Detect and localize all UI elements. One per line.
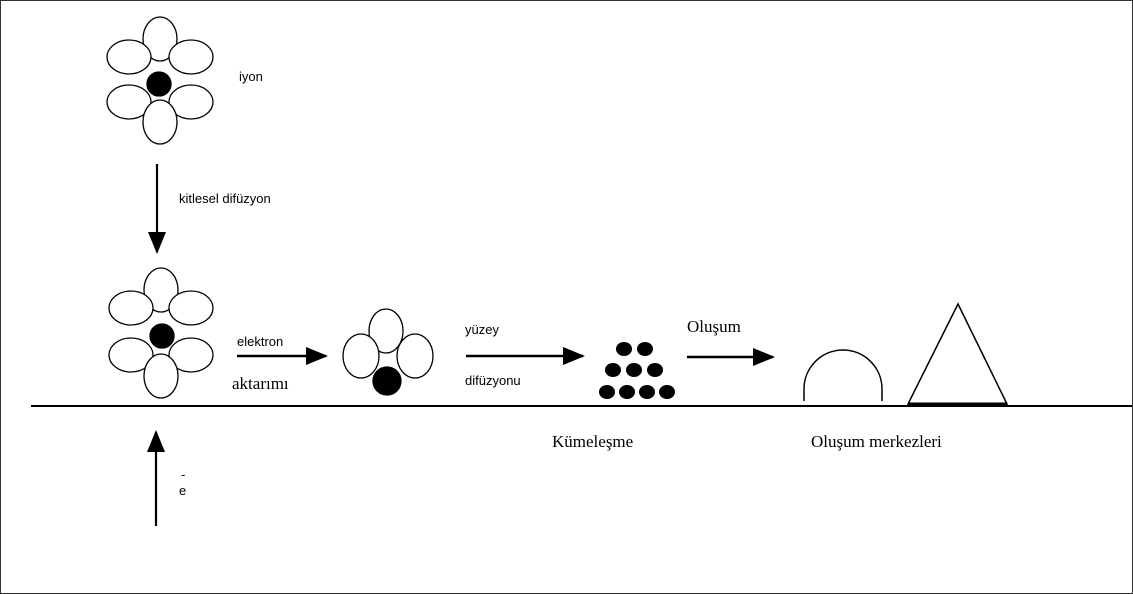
nucleation-centers-label: Oluşum merkezleri (811, 432, 942, 451)
atom-cluster (599, 342, 675, 399)
electron-transfer-label-line1: elektron (237, 334, 283, 349)
clustering-label: Kümeleşme (552, 432, 633, 451)
hydrated-ion-top (106, 16, 214, 145)
ion-label: iyon (239, 69, 263, 84)
surface-diffusion-label-line2: difüzyonu (465, 373, 521, 388)
electron-charge: - (181, 467, 185, 482)
electron-transfer-label-line2: aktarımı (232, 374, 289, 393)
formation-label: Oluşum (687, 317, 741, 336)
hydrated-ion-surface (108, 267, 214, 399)
electron-symbol: e (179, 483, 186, 498)
partially-dehydrated-ion (342, 308, 434, 396)
surface-diffusion-label-line1: yüzey (465, 322, 499, 337)
mass-diffusion-label: kitlesel difüzyon (179, 191, 271, 206)
pyramidal-nucleus (906, 302, 1009, 405)
hemispherical-nucleus (803, 349, 883, 401)
